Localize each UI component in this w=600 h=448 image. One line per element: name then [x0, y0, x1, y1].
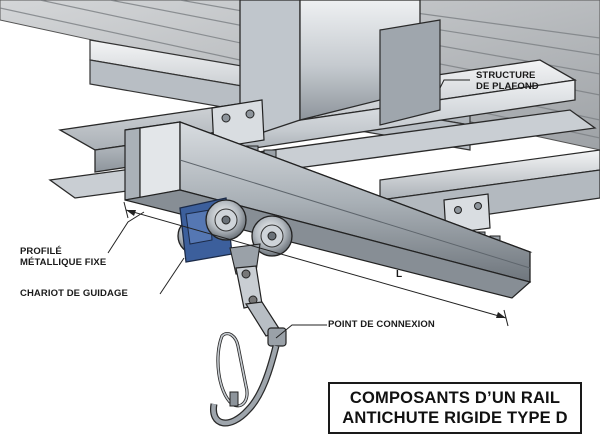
- label-structure-line2: DE PLAFOND: [476, 81, 539, 92]
- title-box: COMPOSANTS D’UN RAIL ANTICHUTE RIGIDE TY…: [328, 382, 582, 434]
- label-connection-text: POINT DE CONNEXION: [328, 319, 435, 330]
- label-profile: PROFILÉ MÉTALLIQUE FIXE: [20, 246, 106, 268]
- leader-trolley: [159, 257, 185, 295]
- label-length: L: [396, 269, 402, 280]
- leader-profile: [107, 211, 145, 254]
- label-length-text: L: [396, 269, 403, 280]
- ceiling-beam-vertical: [239, 0, 441, 141]
- leader-connection: [275, 324, 327, 339]
- lanyard-strap: [210, 345, 280, 427]
- length-dimension: [123, 201, 509, 327]
- title-line1: COMPOSANTS D’UN RAIL: [349, 389, 561, 407]
- label-profile-line2: MÉTALLIQUE FIXE: [20, 257, 107, 268]
- label-structure-line1: STRUCTURE: [476, 70, 536, 81]
- label-profile-line1: PROFILÉ: [20, 246, 62, 257]
- label-trolley: CHARIOT DE GUIDAGE: [20, 288, 128, 299]
- carabiner: [216, 332, 249, 408]
- title-line2: ANTICHUTE RIGIDE TYPE D: [342, 409, 568, 427]
- connection-point: [235, 265, 287, 347]
- label-trolley-text: CHARIOT DE GUIDAGE: [20, 288, 128, 299]
- label-structure: STRUCTURE DE PLAFOND: [476, 70, 539, 92]
- leader-structure: [439, 79, 470, 89]
- ceiling-beam-right: [379, 149, 600, 231]
- label-connection: POINT DE CONNEXION: [328, 319, 435, 330]
- leader-lines: [107, 79, 470, 339]
